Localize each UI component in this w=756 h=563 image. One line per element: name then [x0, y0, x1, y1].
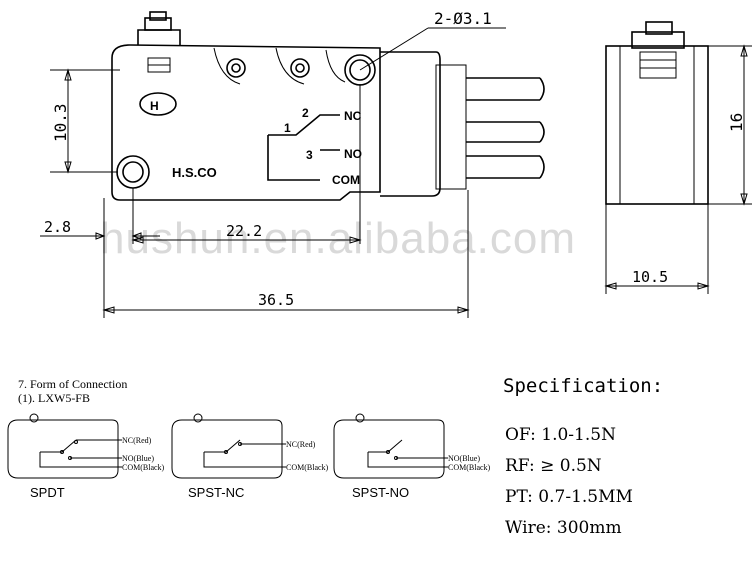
- spst-nc-label: SPST-NC: [188, 485, 244, 500]
- connection-subheading: (1). LXW5-FB: [18, 391, 90, 405]
- spec-pt: PT: 0.7-1.5MM: [505, 487, 633, 507]
- switch-lever: [268, 114, 340, 136]
- spdt-label: SPDT: [30, 485, 65, 500]
- offset-dimension: 2.8: [44, 218, 71, 236]
- svg-text:COM(Black): COM(Black): [448, 463, 491, 472]
- svg-text:NO(Blue): NO(Blue): [122, 454, 154, 463]
- com-lead: [267, 135, 320, 181]
- pin-no-label: NO: [344, 147, 362, 161]
- spdt-diagram: NC(Red) NO(Blue) COM(Black) SPDT: [7, 413, 165, 500]
- actuator-screw: [149, 11, 167, 21]
- front-view: H H.S.CO 1 2 3 NC NO COM 2-Ø3.1 10.3 2.8…: [40, 9, 545, 318]
- svg-text:3: 3: [306, 148, 313, 162]
- specification-title: Specification:: [503, 375, 663, 397]
- rivet-2: [290, 58, 310, 78]
- side-view: 16 10.5: [604, 21, 752, 294]
- rivet-1: [226, 58, 246, 78]
- pin-com-label: COM: [332, 173, 360, 187]
- svg-text:COM(Black): COM(Black): [286, 463, 329, 472]
- length-dimension: 36.5: [258, 291, 294, 309]
- spec-of: OF: 1.0-1.5N: [505, 425, 616, 445]
- height-dimension: 10.3: [51, 103, 70, 142]
- side-actuator: [645, 21, 673, 35]
- actuator-housing: [137, 29, 181, 45]
- connection-heading: 7. Form of Connection: [18, 377, 127, 391]
- brand-text: H.S.CO: [172, 165, 217, 180]
- pin-nc-label: NC: [344, 109, 362, 123]
- wire-block: [435, 64, 467, 190]
- wire-1: [466, 77, 540, 101]
- svg-text:NO(Blue): NO(Blue): [448, 454, 480, 463]
- wire-3: [466, 155, 540, 179]
- svg-text:NC(Red): NC(Red): [286, 440, 316, 449]
- svg-text:1: 1: [284, 121, 291, 135]
- switch-body: [111, 44, 381, 201]
- wire-boot: [380, 51, 441, 197]
- svg-text:H: H: [150, 99, 159, 113]
- side-height-dimension: 16: [727, 113, 746, 132]
- svg-text:2: 2: [302, 106, 309, 120]
- watermark: hushun.en.alibaba.com: [100, 214, 576, 263]
- side-width-dimension: 10.5: [632, 268, 668, 286]
- side-slot: [639, 51, 677, 79]
- brand-logo: [139, 92, 177, 116]
- spec-wire: Wire: 300mm: [505, 518, 622, 538]
- spst-no-label: SPST-NO: [352, 485, 409, 500]
- svg-text:NC(Red): NC(Red): [122, 436, 152, 445]
- spec-rf: RF: ≥ 0.5N: [505, 456, 602, 476]
- spst-nc-diagram: NC(Red) COM(Black) SPST-NC: [171, 413, 329, 500]
- side-body: [605, 45, 709, 205]
- specification-section: Specification: OF: 1.0-1.5N RF: ≥ 0.5N P…: [503, 375, 663, 538]
- pitch-dimension: 22.2: [226, 222, 262, 240]
- spst-no-diagram: NO(Blue) COM(Black) SPST-NO: [333, 413, 491, 500]
- connection-section: 7. Form of Connection (1). LXW5-FB NC(Re…: [7, 377, 491, 500]
- wire-2: [466, 121, 540, 143]
- mounting-hole-left: [116, 155, 150, 189]
- hole-dimension: 2-Ø3.1: [434, 9, 492, 28]
- svg-text:COM(Black): COM(Black): [122, 463, 165, 472]
- side-actuator-base: [631, 31, 685, 49]
